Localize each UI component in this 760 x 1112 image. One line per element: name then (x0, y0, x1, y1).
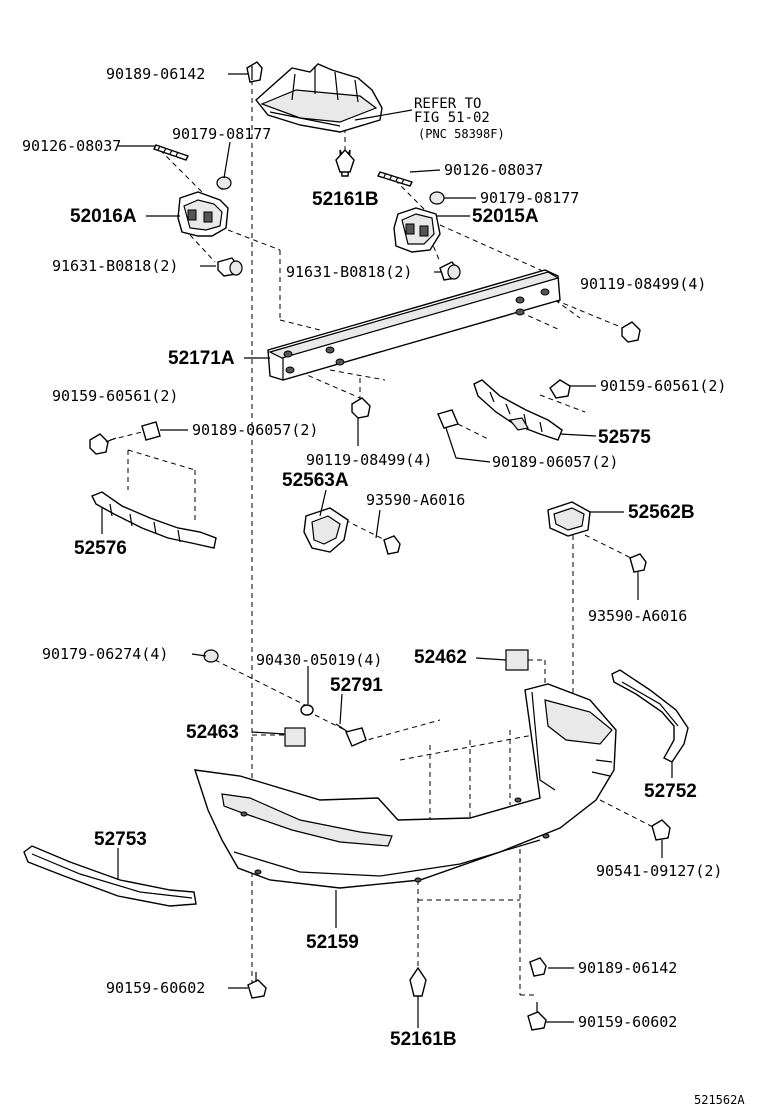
label-90189-06057-left: 90189-06057(2) (192, 421, 318, 439)
refer-note-line2: FIG 51-02 (414, 110, 490, 126)
label-52171A: 52171A (168, 348, 235, 369)
stay-52791 (335, 723, 367, 747)
label-52016A: 52016A (70, 206, 137, 227)
label-90179-08177-left: 90179-08177 (172, 125, 271, 143)
bracket-52015A (393, 207, 441, 253)
label-90119-08499-mid: 90119-08499(4) (306, 451, 432, 469)
stud-90126-08037-right (377, 171, 413, 187)
part-labels: 90189-06142 90126-08037 90179-08177 REFE… (22, 65, 745, 1107)
label-90189-06057-right: 90189-06057(2) (492, 453, 618, 471)
molding-52752 (611, 669, 689, 763)
bolt-93590-A6016-right (629, 553, 647, 573)
bolt-90159-60602-right (527, 1002, 547, 1031)
bolt-93590-A6016-left (383, 535, 401, 555)
clip-52161B-top (335, 148, 355, 177)
label-52562B: 52562B (628, 502, 695, 523)
refer-note-line1: REFER TO (414, 96, 481, 112)
label-90126-08037-left: 90126-08037 (22, 137, 121, 155)
under-cover-part (255, 63, 383, 133)
bracket-52563A (303, 507, 349, 553)
label-90179-06274: 90179-06274(4) (42, 645, 168, 663)
bolt-90159-60602-left (247, 972, 267, 999)
label-90159-60561-right: 90159-60561(2) (600, 377, 726, 395)
label-90189-06142-top: 90189-06142 (106, 65, 205, 83)
label-52753: 52753 (94, 829, 147, 850)
label-90189-06142-bottom: 90189-06142 (578, 959, 677, 977)
molding-52753 (23, 845, 197, 907)
label-90541-09127: 90541-09127(2) (596, 862, 722, 880)
label-90159-60561-left: 90159-60561(2) (52, 387, 178, 405)
refer-note-line3: (PNC 58398F) (418, 127, 505, 141)
label-52752: 52752 (644, 781, 697, 802)
bracket-52562B (547, 501, 591, 537)
label-90179-08177-right: 90179-08177 (480, 189, 579, 207)
nut-90179-08177-left (216, 176, 232, 190)
label-52161B-bottom: 52161B (390, 1029, 457, 1050)
label-52576: 52576 (74, 538, 127, 559)
nut-90179-08177-right (429, 191, 445, 205)
reinforcement-52171A (267, 269, 561, 381)
retainer-52575 (473, 379, 563, 441)
pad-52462 (505, 649, 529, 671)
label-91631-B0818-left: 91631-B0818(2) (52, 257, 178, 275)
pad-52463 (284, 727, 306, 747)
diagram-id: 521562A (694, 1093, 745, 1107)
label-90126-08037-right: 90126-08037 (444, 161, 543, 179)
clip-52161B-bottom (409, 966, 427, 1010)
label-90159-60602-right: 90159-60602 (578, 1013, 677, 1031)
bolt-90119-08499-mid (351, 397, 371, 419)
label-52159: 52159 (306, 932, 359, 953)
bolt-90159-60561-left (89, 433, 117, 455)
clip-90541-09127 (651, 819, 671, 841)
label-52463: 52463 (186, 722, 239, 743)
label-52791: 52791 (330, 675, 383, 696)
label-52462: 52462 (414, 647, 467, 668)
clip-90189-06057-right (437, 409, 459, 429)
label-93590-A6016-left: 93590-A6016 (366, 491, 465, 509)
label-90430-05019: 90430-05019(4) (256, 651, 382, 669)
washer-90430-05019 (300, 704, 314, 716)
label-52161B-top: 52161B (312, 189, 379, 210)
stud-90126-08037-left (153, 144, 189, 161)
label-52575: 52575 (598, 427, 651, 448)
bolt-90159-60561-right (549, 379, 571, 399)
bolt-90119-08499-right (621, 321, 641, 343)
clip-90189-06057-left (141, 421, 161, 441)
retainer-52576 (91, 491, 217, 549)
bolt-91631-B0818-right (439, 261, 461, 281)
label-93590-A6016-right: 93590-A6016 (588, 607, 687, 625)
clip-90189-06142-bottom (529, 957, 547, 977)
leader-lines (101, 73, 673, 1028)
label-90119-08499-right: 90119-08499(4) (580, 275, 706, 293)
bolt-91631-B0818-left (217, 257, 243, 277)
bumper-cover-52159 (193, 683, 617, 889)
label-91631-B0818-right: 91631-B0818(2) (286, 263, 412, 281)
nut-90179-06274 (203, 649, 219, 663)
label-52015A: 52015A (472, 206, 539, 227)
clip-90189-06142-top (246, 61, 263, 83)
label-52563A: 52563A (282, 470, 349, 491)
label-90159-60602-left: 90159-60602 (106, 979, 205, 997)
bracket-52016A (177, 191, 229, 237)
